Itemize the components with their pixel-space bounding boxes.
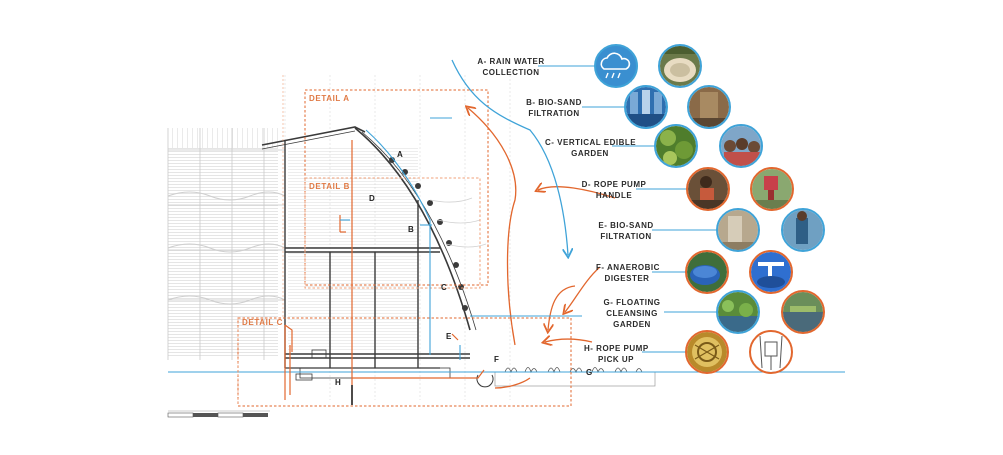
label-bio-sand-filtration-b: B- BIO-SAND FILTRATION — [526, 98, 582, 118]
photo-bio-sand-3 — [718, 210, 758, 250]
photo-rain-collection — [660, 46, 700, 86]
detail-a-label: DETAIL A — [309, 94, 350, 103]
photo-rope-pump-2 — [752, 169, 792, 209]
section-mark-g: G — [586, 368, 593, 377]
detail-b-label: DETAIL B — [309, 182, 350, 191]
scale-bar — [167, 410, 270, 418]
label-floating-cleansing-garden: G- FLOATING CLEANSING GARDEN — [603, 298, 661, 329]
photo-bio-sand-1 — [626, 87, 666, 127]
section-mark-e: E — [446, 332, 452, 341]
photo-bio-sand-4 — [783, 210, 823, 250]
section-mark-h: H — [335, 378, 341, 387]
detail-c-label: DETAIL C — [242, 318, 283, 327]
floating-garden — [476, 367, 656, 388]
section-mark-d: D — [369, 194, 375, 203]
section-mark-c: C — [441, 283, 447, 292]
section-mark-b: B — [408, 225, 414, 234]
rain-cloud-icon — [600, 52, 631, 79]
building-background — [167, 75, 511, 400]
photo-digester-2 — [751, 252, 791, 292]
leader-lines — [430, 65, 718, 353]
water-pipe — [340, 129, 461, 360]
section-mark-a: A — [397, 150, 403, 159]
photo-garden-1 — [656, 126, 696, 166]
label-rope-pump-handle: D- ROPE PUMP HANDLE — [581, 180, 647, 200]
photo-floating-garden-1 — [718, 292, 758, 332]
structure-section — [261, 126, 487, 381]
label-rope-pump-pick-up: H- ROPE PUMP PICK UP — [584, 344, 649, 364]
photo-bio-sand-2 — [689, 87, 729, 127]
rain-flow-arrows — [451, 59, 568, 255]
label-anaerobic-digester: F- ANAEROBIC DIGESTER — [596, 263, 660, 283]
rope-pump-lines — [284, 140, 485, 405]
photo-rope-pump-1 — [688, 169, 728, 209]
photo-floating-garden-2 — [783, 292, 823, 332]
photo-digester-1 — [687, 252, 727, 292]
section-mark-f: F — [494, 355, 499, 364]
rain-cloud-circle — [594, 44, 638, 88]
label-vertical-edible-garden: C- VERTICAL EDIBLE GARDEN — [545, 138, 637, 158]
photo-rope-pump-pickup-1 — [687, 332, 727, 372]
photo-rope-pump-pickup-2 — [751, 332, 791, 372]
label-bio-sand-filtration-e: E- BIO-SAND FILTRATION — [598, 221, 654, 241]
label-rain-water-collection: A- RAIN WATER COLLECTION — [477, 57, 545, 77]
photo-circles — [594, 44, 825, 374]
photo-garden-2 — [721, 126, 761, 166]
flow-arrows — [468, 108, 616, 389]
